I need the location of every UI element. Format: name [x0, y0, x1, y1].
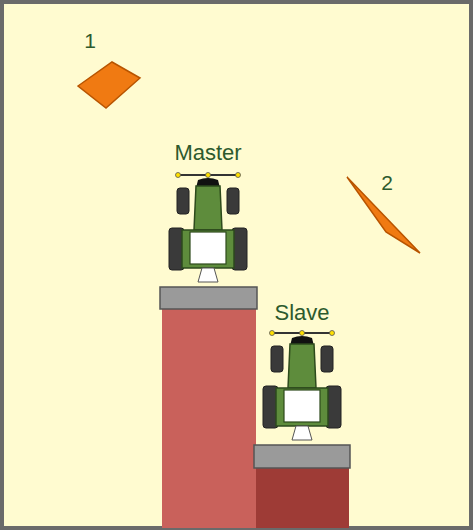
- callout-number: 1: [84, 30, 96, 51]
- machine-label: Master: [174, 142, 241, 164]
- master-implement: [160, 287, 257, 309]
- slave-track: [256, 468, 349, 528]
- slave-tractor: [263, 331, 341, 441]
- slave-implement: [254, 445, 350, 468]
- master-tractor: [169, 173, 247, 283]
- callout-number: 2: [381, 172, 393, 193]
- machine-label: Slave: [274, 302, 329, 324]
- obstacle-1: [78, 62, 140, 108]
- master-track: [162, 309, 256, 528]
